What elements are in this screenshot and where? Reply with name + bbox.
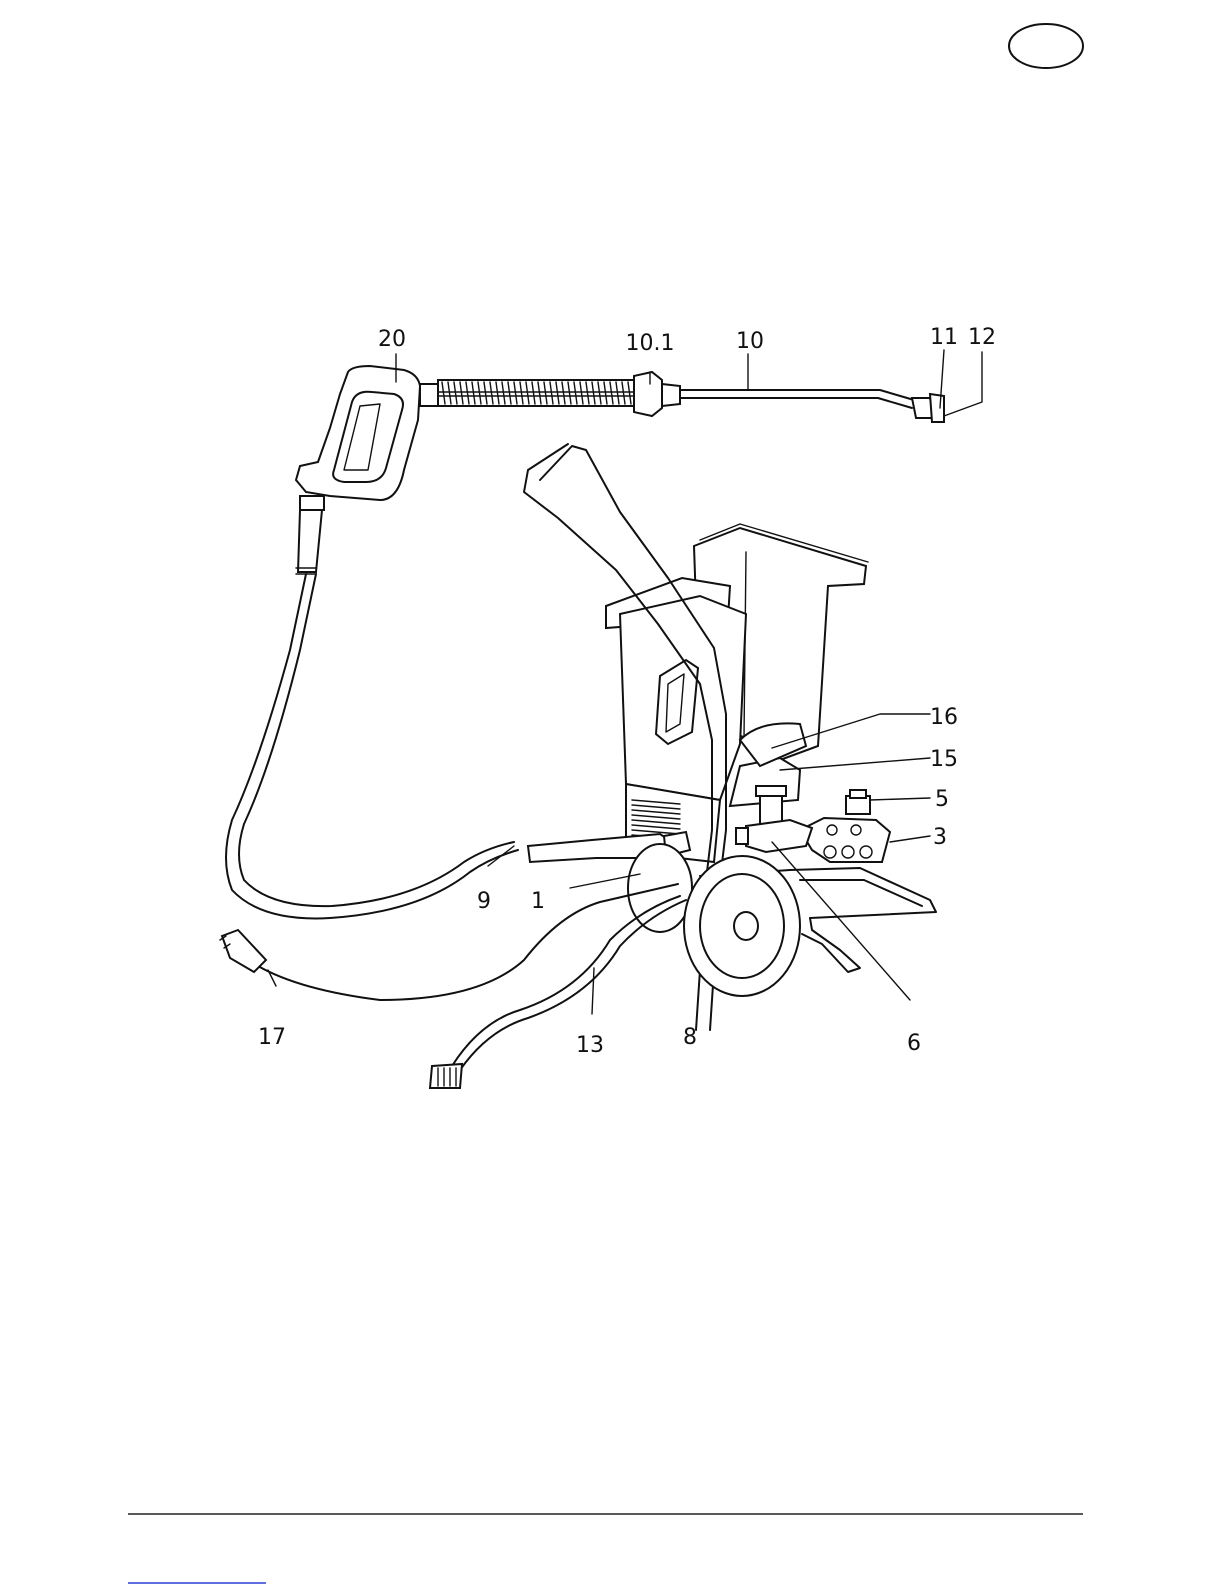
callout-17: 17 bbox=[258, 1025, 286, 1050]
callout-12: 12 bbox=[968, 325, 996, 350]
spray-gun bbox=[296, 366, 420, 574]
callout-3: 3 bbox=[933, 825, 947, 850]
callout-10-1: 10.1 bbox=[626, 331, 675, 356]
callout-9: 9 bbox=[477, 889, 491, 914]
callout-6: 6 bbox=[907, 1031, 921, 1056]
callout-11: 11 bbox=[930, 325, 958, 350]
wheels bbox=[628, 844, 800, 996]
callout-10: 10 bbox=[736, 329, 764, 354]
callout-16: 16 bbox=[930, 705, 958, 730]
callout-15: 15 bbox=[930, 747, 958, 772]
language-badge bbox=[1009, 24, 1083, 68]
callout-1: 1 bbox=[531, 889, 545, 914]
gun-hose bbox=[226, 574, 518, 918]
callout-13: 13 bbox=[576, 1033, 604, 1058]
callout-20: 20 bbox=[378, 327, 406, 352]
callout-5: 5 bbox=[935, 787, 949, 812]
callout-8: 8 bbox=[683, 1025, 697, 1050]
extension-lance bbox=[420, 372, 944, 422]
